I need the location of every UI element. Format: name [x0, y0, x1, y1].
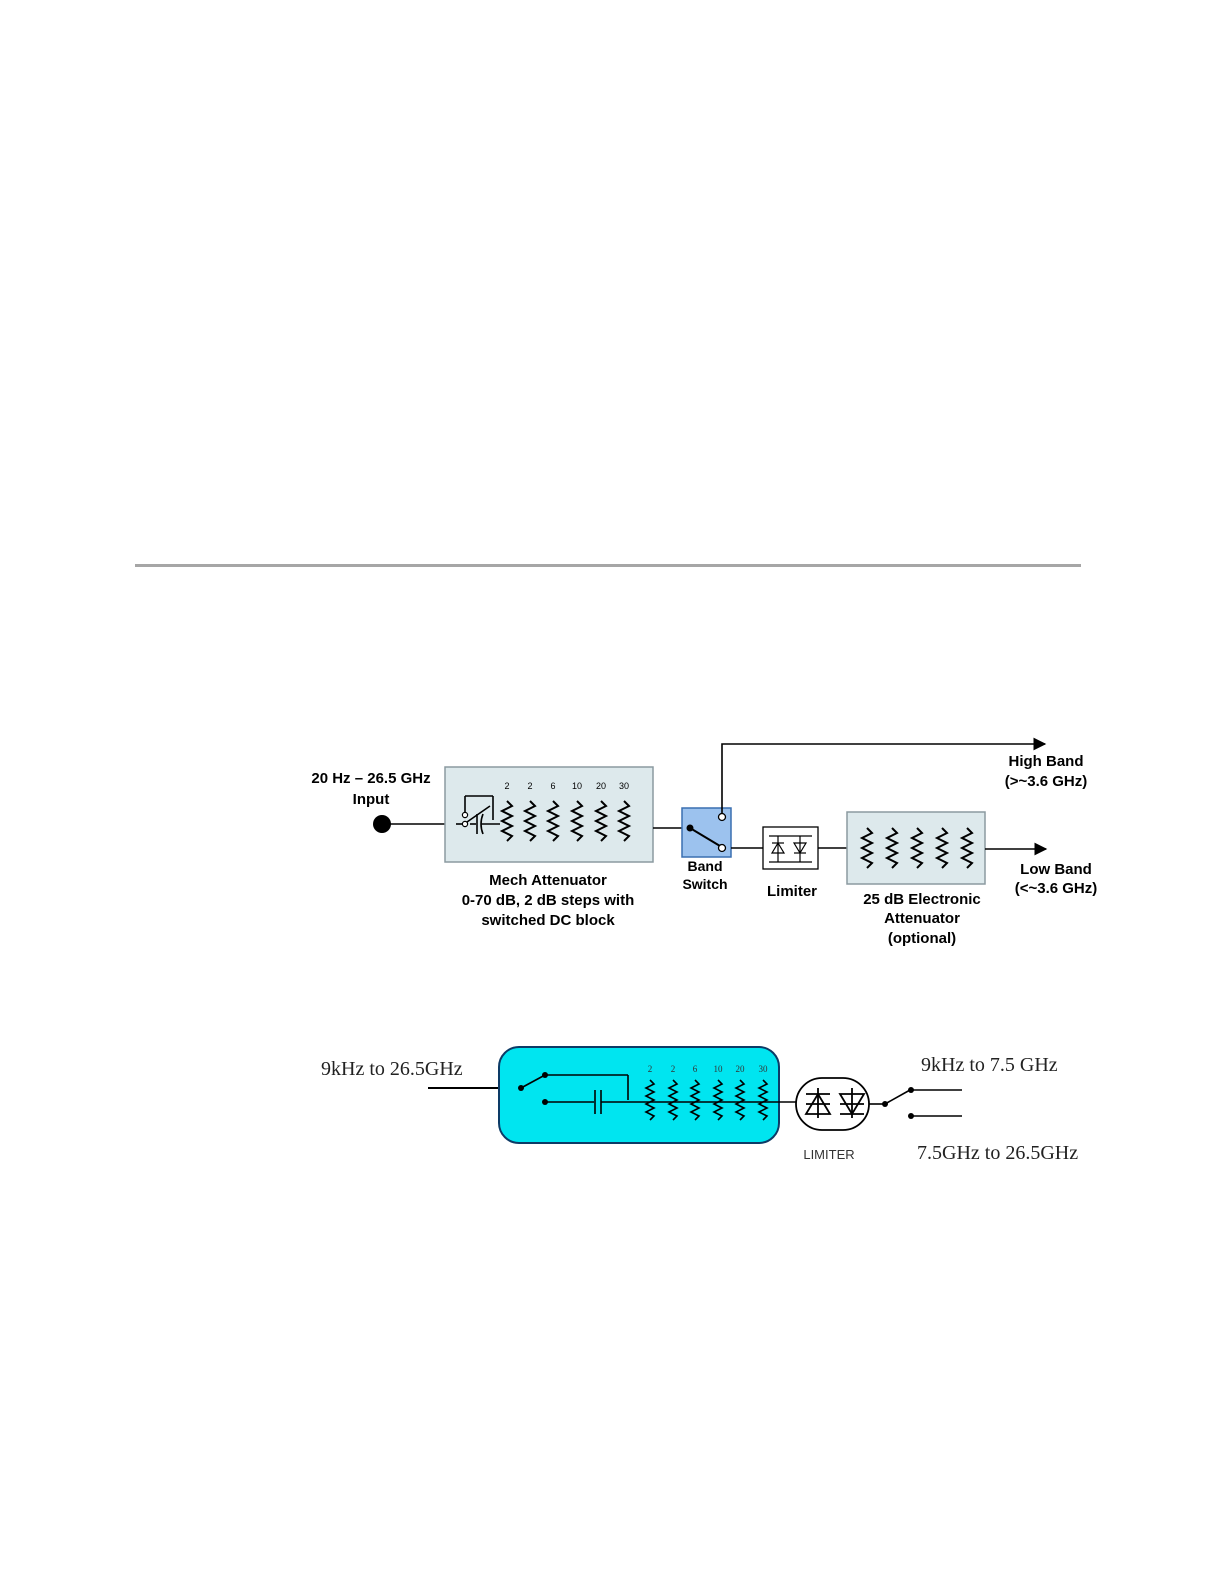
electronic-label-line1: 25 dB Electronic	[863, 891, 981, 908]
limiter-label-2: LIMITER	[803, 1147, 854, 1162]
step-2-1: 2	[648, 1064, 653, 1074]
output-bottom-label: 7.5GHz to 26.5GHz	[917, 1142, 1078, 1164]
input-label-line1: 20 Hz – 26.5 GHz	[311, 770, 430, 787]
mech-label-line2: 0-70 dB, 2 dB steps with	[462, 892, 635, 909]
low-band-label-line1: Low Band	[1020, 861, 1092, 878]
mech-step-5: 20	[596, 781, 606, 791]
mech-label-line1: Mech Attenuator	[489, 872, 607, 889]
input-label-line2: Input	[353, 791, 390, 808]
mech-step-2: 2	[527, 781, 532, 791]
mech-label-line3: switched DC block	[481, 912, 615, 929]
diagram-1: 20 Hz – 26.5 GHz Input 2 2 6 10 20 30	[311, 744, 1097, 947]
electronic-label-line3: (optional)	[888, 930, 956, 947]
mech-step-3: 6	[550, 781, 555, 791]
limiter-box	[763, 827, 818, 869]
input-label-2: 9kHz to 26.5GHz	[321, 1058, 463, 1080]
electronic-label-line2: Attenuator	[884, 910, 960, 927]
electronic-attenuator-box	[847, 812, 985, 884]
output-top-label: 9kHz to 7.5 GHz	[921, 1054, 1058, 1076]
low-band-label-line2: (<~3.6 GHz)	[1015, 880, 1098, 897]
band-switch-label-line2: Switch	[682, 876, 727, 892]
high-band-wire	[722, 744, 1045, 813]
step-2-3: 6	[693, 1064, 698, 1074]
step-2-6: 30	[759, 1064, 769, 1074]
high-band-label-line2: (>~3.6 GHz)	[1005, 773, 1088, 790]
output-switch-2	[869, 1087, 962, 1119]
band-switch-label-line1: Band	[688, 858, 723, 874]
step-2-2: 2	[671, 1064, 676, 1074]
mech-step-6: 30	[619, 781, 629, 791]
high-band-label-line1: High Band	[1009, 753, 1084, 770]
step-2-4: 10	[714, 1064, 724, 1074]
mech-step-4: 10	[572, 781, 582, 791]
diagram-2: 9kHz to 26.5GHz 2 2 6 10 20 30	[321, 1047, 1078, 1164]
mech-step-1: 2	[504, 781, 509, 791]
step-2-5: 20	[736, 1064, 746, 1074]
limiter-label: Limiter	[767, 883, 817, 900]
